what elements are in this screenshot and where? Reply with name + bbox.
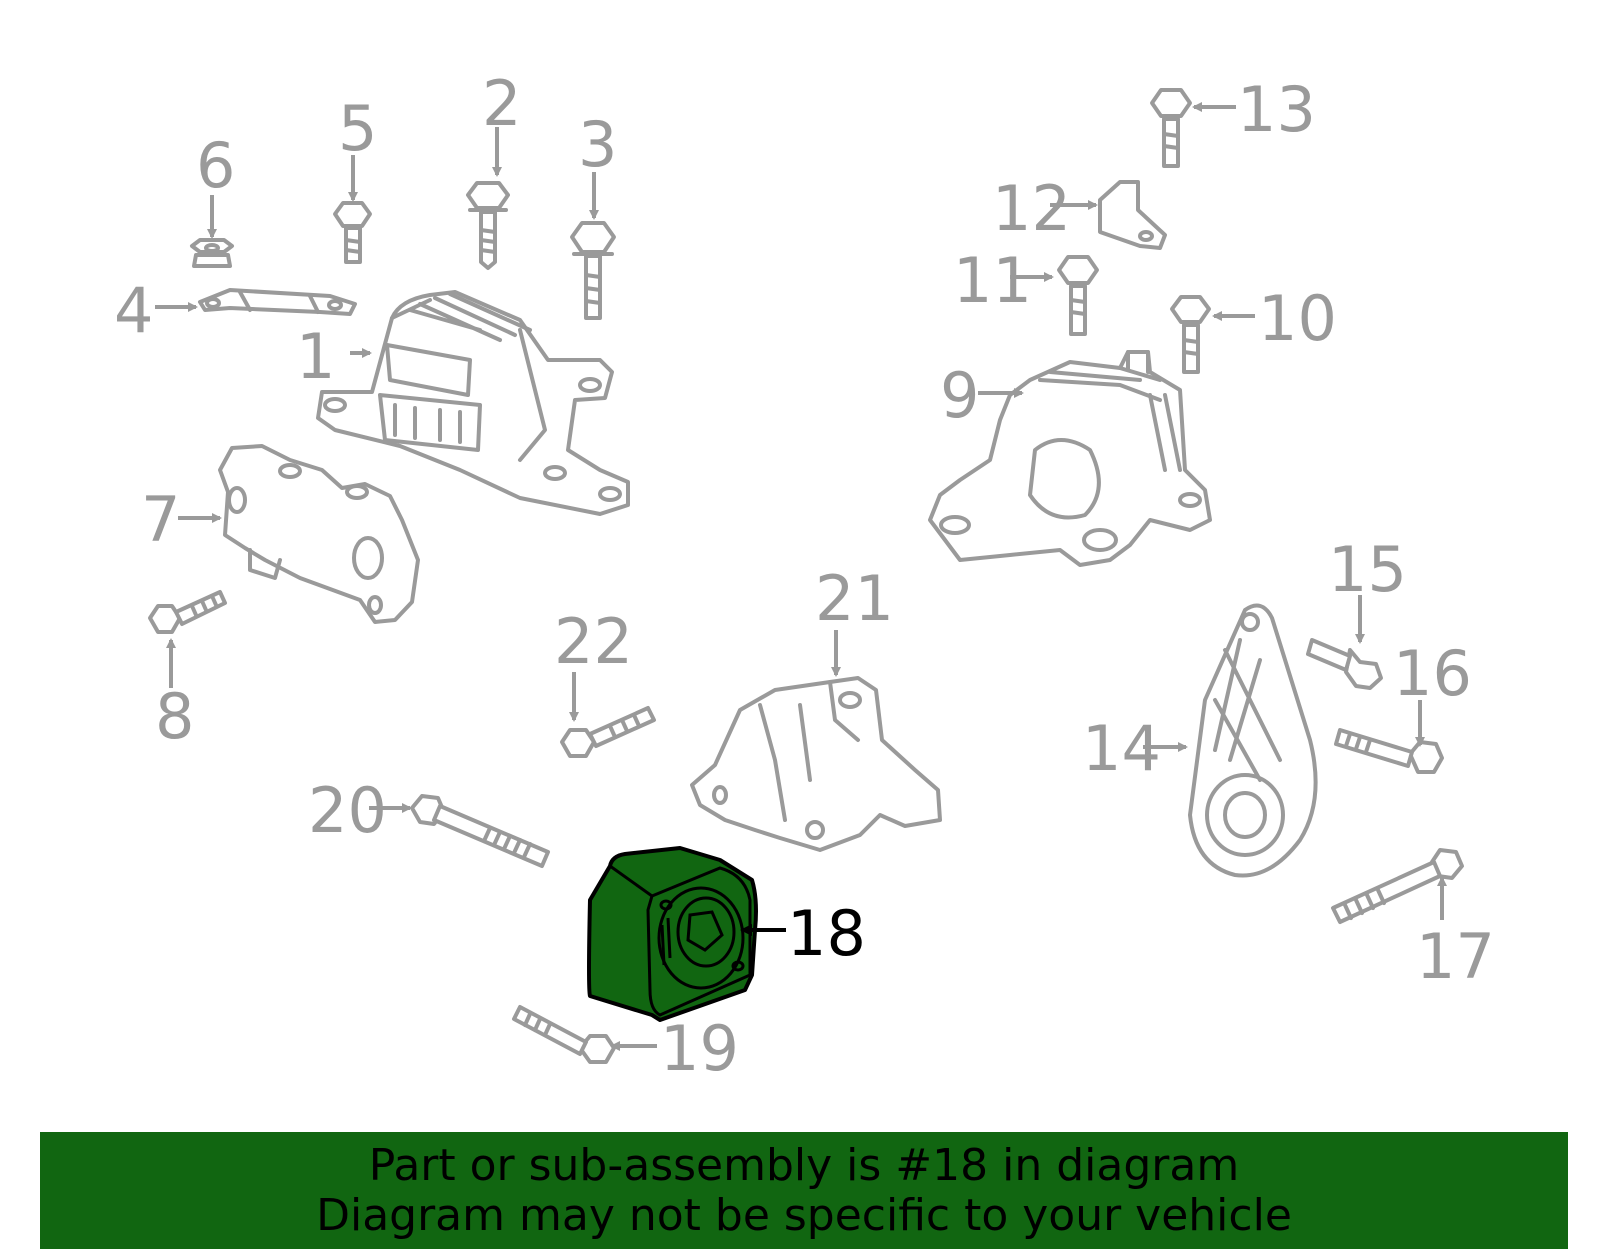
part-13-bolt [1150,88,1192,168]
part-19-bolt [512,1005,616,1064]
callout-1: 1 [296,320,335,393]
callout-arrows [155,102,1447,1051]
callout-3: 3 [578,108,617,181]
part-9-trans-mount [928,350,1212,567]
callout-15: 15 [1328,533,1407,606]
callout-20: 20 [308,774,387,847]
callout-22: 22 [554,605,633,678]
part-15-bolt [1306,638,1383,690]
callout-13: 13 [1237,73,1316,146]
part-3-bolt [570,221,616,320]
callout-10: 10 [1258,282,1337,355]
callout-4: 4 [114,274,153,347]
banner-line-1: Part or sub-assembly is #18 in diagram [368,1139,1240,1191]
part-21-bracket [690,676,942,852]
callout-14: 14 [1082,712,1161,785]
part-16-bolt [1334,728,1444,774]
part-12-bracket [1098,180,1167,250]
part-14-rear-mount [1188,603,1318,878]
part-18-mount [587,846,758,1022]
part-2-bolt [466,181,510,270]
banner-line-2: Diagram may not be specific to your vehi… [316,1189,1292,1241]
callout-18: 18 [787,897,866,970]
callout-17: 17 [1416,920,1495,993]
callout-11: 11 [953,244,1032,317]
part-1-engine-mount [316,290,630,516]
callout-7: 7 [141,483,180,556]
part-20-stud [410,794,550,868]
part-8-bolt [148,590,227,634]
part-17-stud [1331,848,1464,924]
callout-21: 21 [815,562,894,635]
callout-2: 2 [482,67,521,140]
part-5-bolt [333,201,372,264]
callout-5: 5 [338,92,377,165]
part-7-bracket [218,444,420,624]
part-10-bolt [1170,295,1211,374]
callout-6: 6 [196,129,235,202]
part-6-nut [190,238,234,268]
part-11-bolt [1057,255,1099,336]
callout-19: 19 [660,1012,739,1085]
callout-12: 12 [992,172,1071,245]
callout-labels: 1 2 3 4 5 6 7 8 9 10 11 12 13 14 15 16 1… [114,67,1495,1085]
info-banner: Part or sub-assembly is #18 in diagram D… [40,1132,1568,1249]
part-22-bolt [560,706,656,758]
part-4-strap [198,288,357,316]
callout-16: 16 [1393,637,1472,710]
callout-9: 9 [940,359,979,432]
callout-8: 8 [155,680,194,753]
